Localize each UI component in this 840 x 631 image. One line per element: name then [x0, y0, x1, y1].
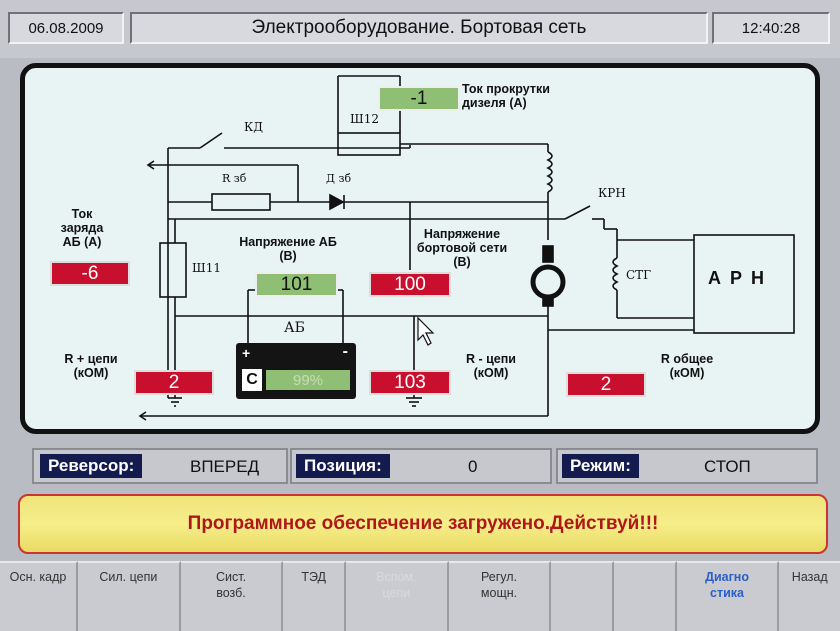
krn-label: КРН — [598, 186, 626, 200]
stg-label: СТГ — [626, 268, 652, 282]
system-message: Программное обеспечение загружено.Действ… — [18, 494, 828, 554]
r-plus-label: R + цепи (кОМ) — [64, 352, 118, 380]
arn-label: А Р Н — [708, 268, 767, 288]
battery-charge: 99% — [266, 370, 350, 390]
position-value: 0 — [468, 457, 478, 476]
napr-bort-label: Напряжение бортовой сети (В) — [416, 227, 508, 269]
menu-empty-1[interactable] — [551, 561, 615, 631]
tok-zaryada-display: -6 — [50, 261, 130, 286]
function-key-menu: Осн. кадр Сил. цепи Сист. возб. ТЭД Вспо… — [0, 561, 840, 631]
menu-excitation-system[interactable]: Сист. возб. — [180, 561, 284, 631]
mode-label: Режим: — [562, 454, 639, 478]
sh12-label: Ш12 — [350, 112, 379, 126]
menu-main-frame[interactable]: Осн. кадр — [0, 561, 78, 631]
position-label: Позиция: — [296, 454, 390, 478]
reversor-value: ВПЕРЕД — [190, 457, 260, 476]
menu-power-regulation[interactable]: Регул. мощн. — [448, 561, 552, 631]
napr-bort-display: 100 — [369, 272, 451, 297]
napr-ab-display: 101 — [255, 272, 338, 297]
tok-prokrutki-display: -1 — [378, 86, 460, 111]
r-minus-display: 103 — [369, 370, 451, 395]
reversor-label: Реверсор: — [40, 454, 143, 478]
battery-minus: - — [342, 343, 348, 360]
r-plus-display: 2 — [134, 370, 214, 395]
menu-power-circuits[interactable]: Сил. цепи — [78, 561, 181, 631]
menu-ted[interactable]: ТЭД — [283, 561, 347, 631]
position-status: Позиция: 0 — [290, 448, 552, 484]
menu-diagnostics[interactable]: Диагно стика — [676, 561, 780, 631]
battery-plus: + — [242, 345, 251, 361]
time-display: 12:40:28 — [712, 12, 830, 44]
menu-empty-2[interactable] — [614, 561, 677, 631]
menu-back[interactable]: Назад — [779, 561, 840, 631]
r-total-display: 2 — [566, 372, 646, 397]
mode-status: Режим: СТОП — [556, 448, 818, 484]
date-display: 06.08.2009 — [8, 12, 124, 44]
kd-label: КД — [244, 120, 264, 134]
battery-icon: + - С 99% — [236, 339, 356, 399]
dzb-label: Д зб — [326, 172, 352, 185]
battery-c-badge: С — [242, 369, 262, 391]
tok-prokrutki-label: Ток прокрутки дизеля (А) — [462, 82, 550, 110]
sh11-label: Ш11 — [192, 261, 221, 275]
header-bar: 06.08.2009 Электрооборудование. Бортовая… — [0, 0, 840, 58]
r-total-label: R общее (кОМ) — [660, 352, 714, 380]
ab-label: АБ — [284, 320, 305, 336]
napr-ab-label: Напряжение АБ (В) — [239, 235, 337, 263]
page-title: Электрооборудование. Бортовая сеть — [130, 12, 708, 44]
tok-zaryada-label: Ток заряда АБ (А) — [60, 207, 104, 249]
mode-value: СТОП — [704, 457, 751, 476]
menu-aux-circuits[interactable]: Вспом. цепи — [346, 561, 449, 631]
reversor-status: Реверсор: ВПЕРЕД — [32, 448, 288, 484]
rzb-label: R зб — [222, 172, 247, 185]
r-minus-label: R - цепи (кОМ) — [465, 352, 516, 380]
